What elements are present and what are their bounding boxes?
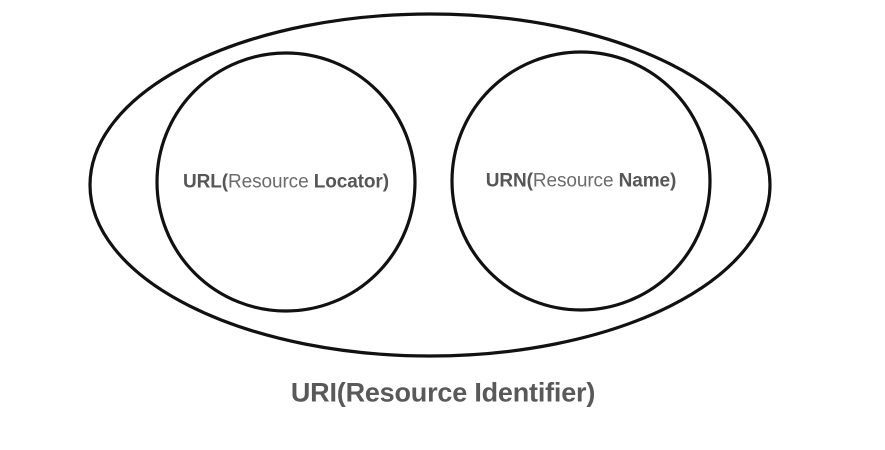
urn-circle — [450, 50, 712, 312]
url-circle — [155, 51, 417, 313]
uri-outer-ellipse — [88, 12, 772, 358]
